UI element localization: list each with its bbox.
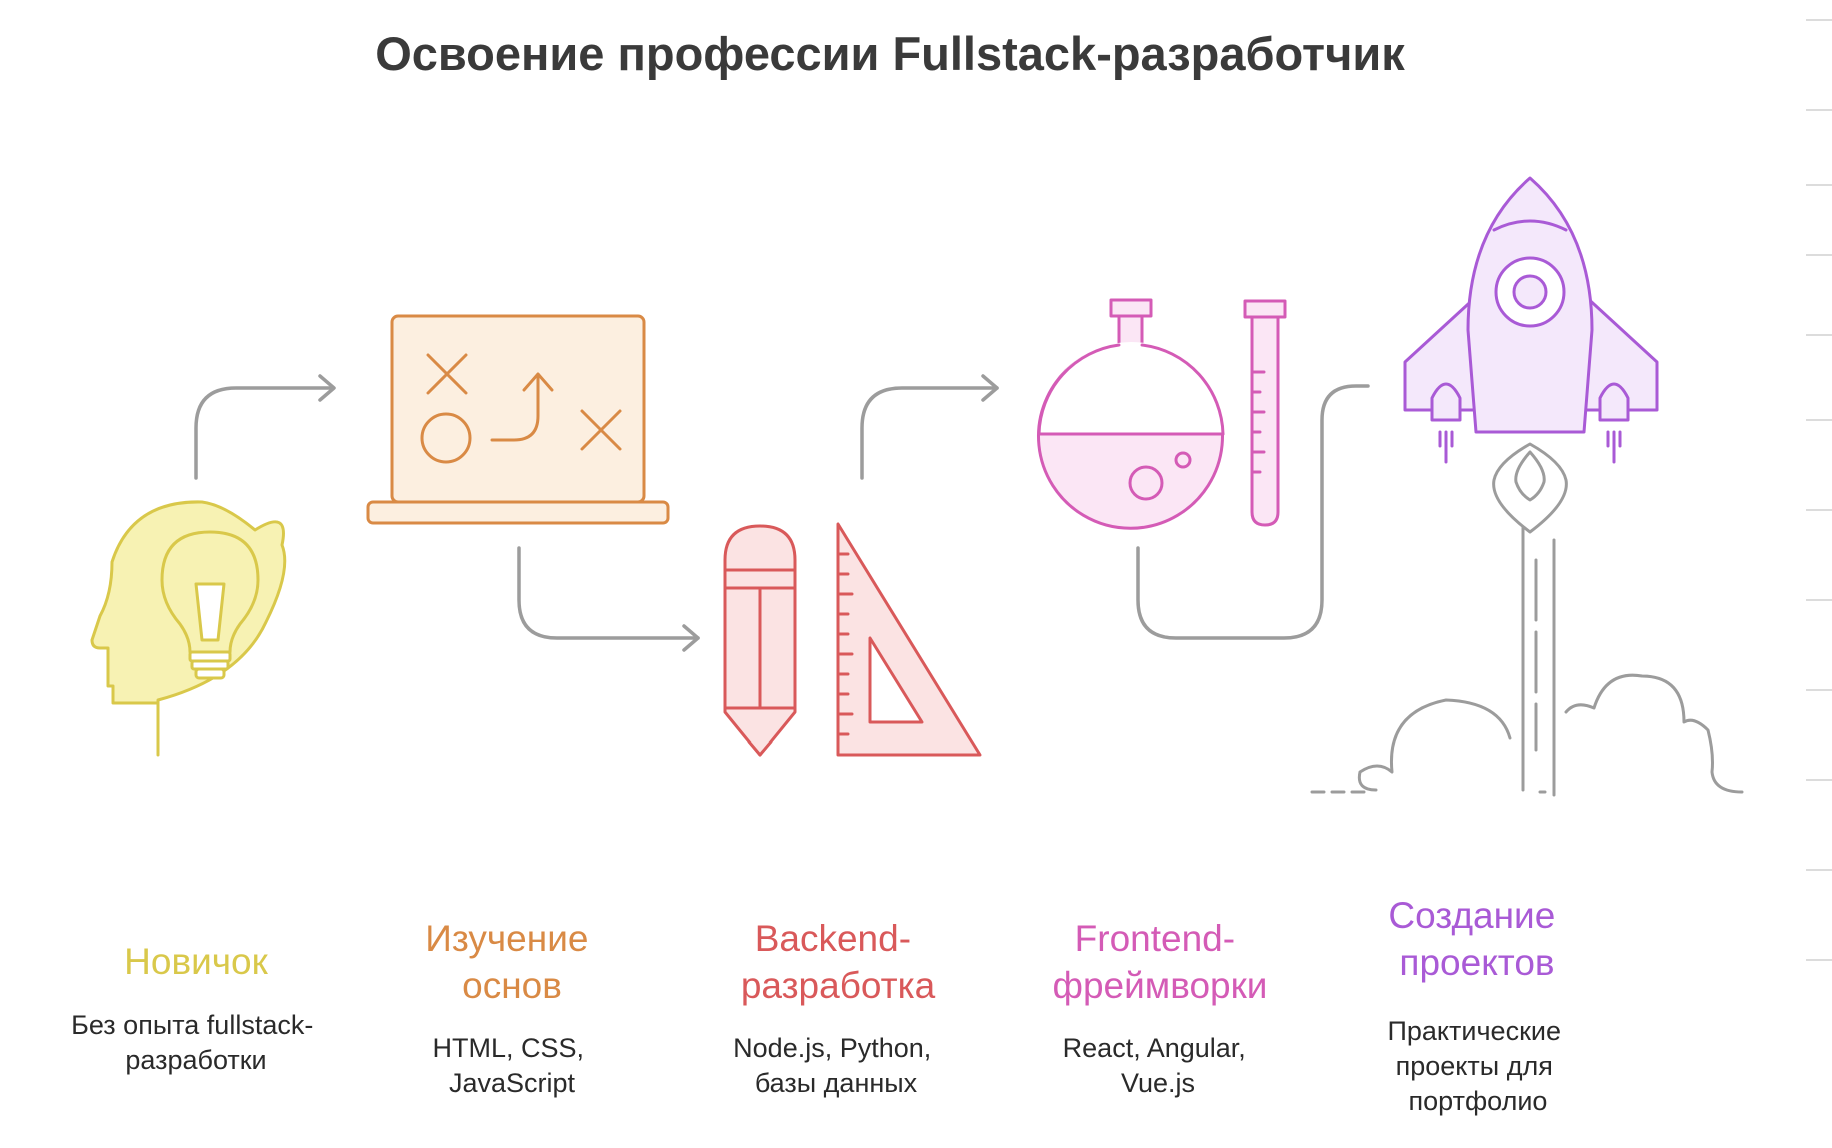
stage-3-description: Node.js, Python, базы данных: [733, 1033, 939, 1098]
stage-4-labels: Frontend- фреймворки React, Angular, Vue…: [1053, 918, 1268, 1098]
connector-arrow-2: [517, 546, 700, 652]
stage-3-labels: Backend- разработка Node.js, Python, баз…: [733, 918, 939, 1098]
stage-2-labels: Изучение основ HTML, CSS, JavaScript: [425, 918, 598, 1098]
stage-2-desc-line-2: JavaScript: [449, 1068, 576, 1098]
diagram-title: Освоение профессии Fullstack-разработчик: [375, 27, 1405, 80]
connector-line-4: [1136, 384, 1370, 640]
stage-4-title-line-2: фреймворки: [1053, 965, 1268, 1006]
rocket-launch-icon: [1310, 176, 1744, 797]
stage-2-title-line-2: основ: [462, 965, 562, 1006]
stage-5-desc-line-1: Практические: [1387, 1016, 1561, 1046]
stage-4-title-line-1: Frontend-: [1075, 918, 1235, 959]
stage-3-desc-line-1: Node.js, Python,: [733, 1033, 931, 1063]
stage-3-title-line-2: разработка: [741, 965, 936, 1006]
connector-arrow-1: [194, 374, 336, 480]
stage-2-title: Изучение основ: [425, 918, 598, 1006]
stage-5-labels: Создание проектов Практические проекты д…: [1387, 895, 1568, 1116]
right-edge-decoration: [1806, 19, 1832, 961]
stage-5-description: Практические проекты для портфолио: [1387, 1016, 1568, 1116]
stage-1-desc-line-2: разработки: [125, 1045, 266, 1075]
head-lightbulb-icon: [90, 500, 287, 757]
connector-arrow-3: [860, 374, 999, 480]
stage-3-desc-line-2: базы данных: [755, 1068, 918, 1098]
stage-1-title: Новичок: [124, 941, 268, 982]
flask-testtube-icon: [1037, 298, 1287, 530]
stage-3-title-line-1: Backend-: [755, 918, 911, 959]
pencil-ruler-icon: [723, 522, 982, 757]
stage-4-description: React, Angular, Vue.js: [1063, 1033, 1254, 1098]
stage-1-desc-line-1: Без опыта fullstack-: [71, 1010, 313, 1040]
stage-4-title: Frontend- фреймворки: [1053, 918, 1268, 1006]
stage-5-desc-line-3: портфолио: [1409, 1086, 1548, 1116]
stage-1-description: Без опыта fullstack- разработки: [71, 1010, 321, 1075]
stage-1-labels: Новичок Без опыта fullstack- разработки: [71, 941, 321, 1075]
stage-2-title-line-1: Изучение: [425, 918, 588, 959]
stage-4-desc-line-2: Vue.js: [1121, 1068, 1195, 1098]
stage-2-description: HTML, CSS, JavaScript: [432, 1033, 591, 1098]
stage-5-desc-line-2: проекты для: [1396, 1051, 1553, 1081]
stage-1-title-line-1: Новичок: [124, 941, 268, 982]
stage-5-title-line-2: проектов: [1399, 942, 1554, 983]
strategy-board-icon: [366, 314, 670, 525]
stage-2-desc-line-1: HTML, CSS,: [432, 1033, 584, 1063]
stage-5-title: Создание проектов: [1388, 895, 1565, 983]
stage-5-title-line-1: Создание: [1388, 895, 1555, 936]
stage-4-desc-line-1: React, Angular,: [1063, 1033, 1246, 1063]
stage-3-title: Backend- разработка: [741, 918, 936, 1006]
